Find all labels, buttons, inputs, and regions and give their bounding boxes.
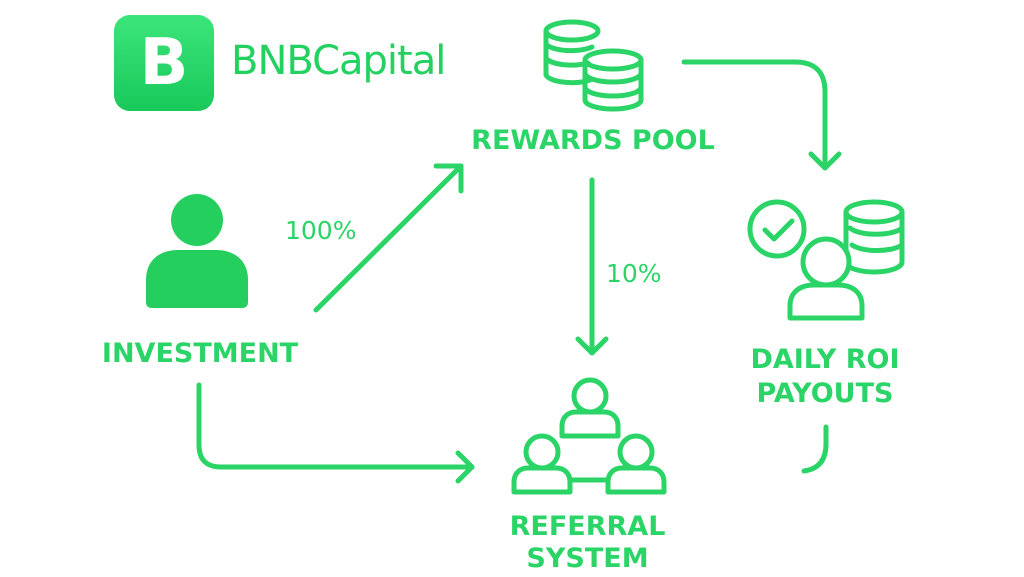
payouts-label-line2: PAYOUTS	[756, 378, 894, 409]
investment-label: INVESTMENT	[101, 338, 299, 369]
payouts-return-line	[801, 424, 829, 474]
logo-letter: B	[139, 26, 189, 100]
arrow-investment-to-pool	[313, 163, 464, 313]
arrow-pool-to-referral	[575, 177, 609, 356]
investor-icon	[146, 194, 248, 308]
coins-icon	[543, 19, 644, 112]
roi-payouts-icon	[747, 199, 905, 321]
brand-name: BNBCapital	[231, 38, 446, 84]
logo: B	[114, 15, 214, 111]
rewards-pool-label: REWARDS POOL	[471, 125, 715, 156]
edge-label-10-percent: 10%	[606, 259, 662, 288]
referral-label-line1: REFERRAL	[509, 511, 666, 542]
referral-label-line2: SYSTEM	[526, 543, 649, 574]
arrow-investment-to-referral	[196, 382, 475, 484]
edge-label-100-percent: 100%	[285, 216, 357, 245]
referral-network-icon	[511, 377, 667, 495]
arrow-pool-to-payouts	[681, 59, 842, 171]
payouts-label-line1: DAILY ROI	[750, 344, 900, 375]
